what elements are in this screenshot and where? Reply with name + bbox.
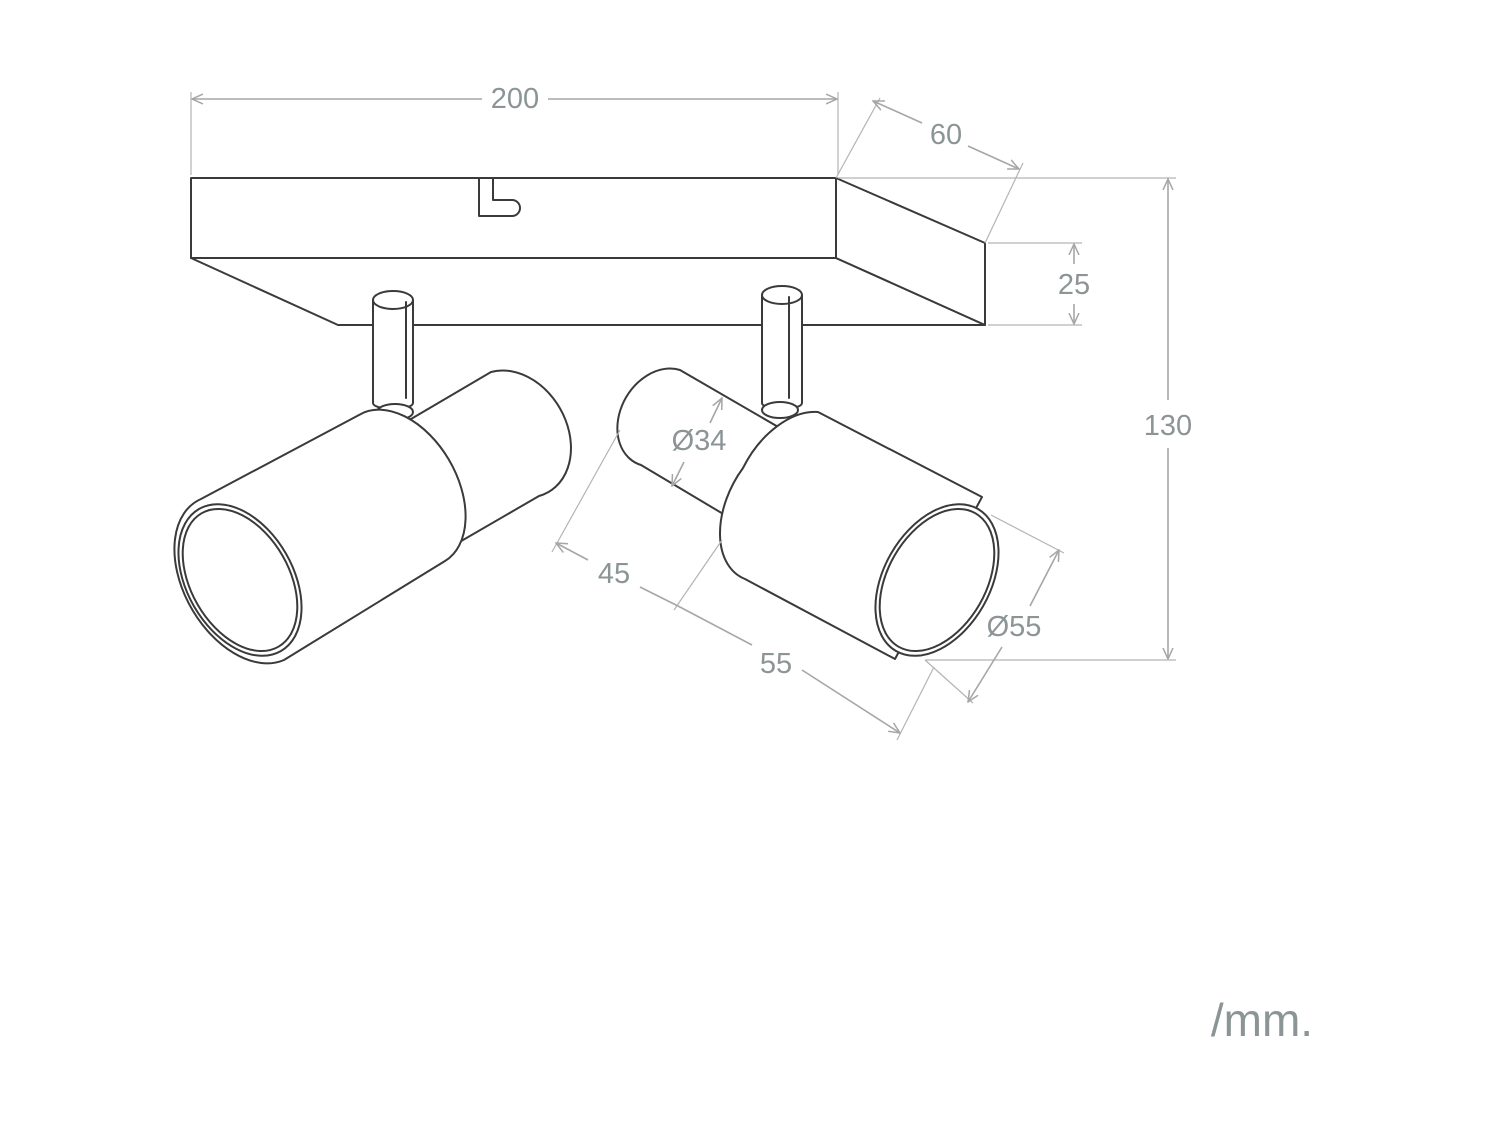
right-head bbox=[718, 410, 1000, 660]
left-spotlight bbox=[173, 290, 572, 665]
dimension-head-diameter-label: Ø55 bbox=[987, 611, 1042, 643]
dimension-neck-diameter: Ø34 bbox=[672, 398, 727, 486]
dimension-depth: 60 bbox=[835, 97, 1024, 244]
left-head bbox=[173, 408, 467, 665]
dimension-base-height-label: 25 bbox=[1058, 269, 1090, 301]
dimension-head-diameter: Ø55 bbox=[924, 514, 1065, 703]
dimension-neck-length-label: 45 bbox=[598, 558, 630, 590]
dimension-head-length-label: 55 bbox=[760, 648, 792, 680]
dimension-head-length: 55 bbox=[677, 605, 935, 741]
dimension-width: 200 bbox=[190, 83, 839, 175]
dimension-depth-label: 60 bbox=[930, 119, 962, 151]
dimension-neck-diameter-label: Ø34 bbox=[672, 425, 727, 457]
left-stem bbox=[372, 290, 414, 421]
dimension-base-height: 25 bbox=[988, 242, 1090, 326]
dimension-total-height: 130 bbox=[838, 177, 1192, 661]
dimension-total-height-label: 130 bbox=[1144, 410, 1192, 442]
dimension-neck-length: 45 bbox=[551, 429, 723, 611]
base-plate bbox=[190, 177, 986, 326]
dimension-width-label: 200 bbox=[491, 83, 539, 115]
unit-label: /mm. bbox=[1211, 994, 1313, 1046]
right-stem bbox=[761, 285, 803, 419]
right-spotlight bbox=[616, 285, 1000, 660]
